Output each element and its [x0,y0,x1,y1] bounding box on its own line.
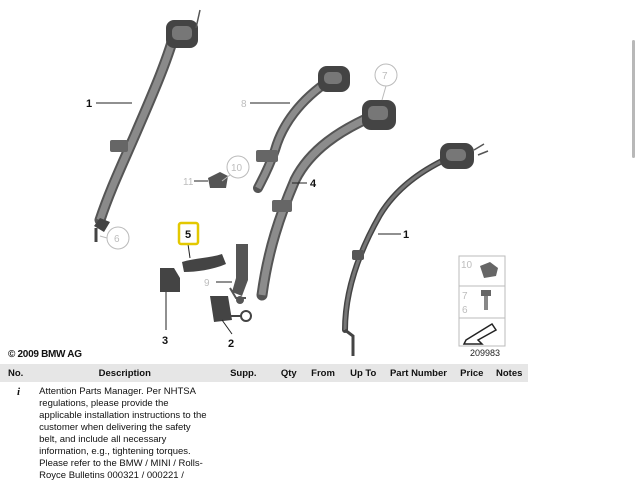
callout-6[interactable]: 6 [114,234,120,245]
row-description: Attention Parts Manager. Per NHTSA regul… [39,386,207,481]
callout-5-highlight [177,221,200,246]
table-header-row: No. Description Supp. Qty From Up To Par… [0,364,528,382]
buckle-5[interactable] [182,244,248,296]
parts-diagram: 1 8 11 4 1 9 3 2 6 10 7 5 10 7 6 [86,9,506,356]
diagram-reference-number: 209983 [470,348,501,358]
seat-belt-8[interactable] [253,66,350,193]
seat-belt-right[interactable] [342,143,489,356]
callout-4[interactable]: 4 [310,178,317,190]
legend-6: 6 [462,305,468,316]
callout-2[interactable]: 2 [228,338,234,350]
scrollbar[interactable] [632,40,635,158]
callout-3[interactable]: 3 [162,335,168,347]
callout-5[interactable]: 5 [185,229,191,241]
header-notes[interactable]: Notes [496,367,523,379]
callout-9[interactable]: 9 [204,278,210,289]
header-supp[interactable]: Supp. [230,367,257,379]
anchor-9[interactable] [229,287,246,304]
header-price[interactable]: Price [460,367,484,379]
belt-guide-11[interactable] [208,172,228,188]
legend-10: 10 [461,260,473,271]
callout-1-right[interactable]: 1 [403,229,409,241]
fastener-legend: 10 7 6 [458,255,506,347]
header-from[interactable]: From [311,367,335,379]
header-description[interactable]: Description [98,367,151,379]
copyright: © 2009 BMW AG [8,349,82,360]
header-no[interactable]: No. [8,367,24,379]
bolt-icon [481,290,491,310]
header-part-number[interactable]: Part Number [389,367,447,379]
parts-table: No. Description Supp. Qty From Up To Par… [0,364,528,486]
callout-8[interactable]: 8 [241,99,247,110]
header-up-to[interactable]: Up To [350,367,377,379]
legend-7: 7 [462,291,468,302]
table-row: i Attention Parts Manager. Per NHTSA reg… [0,382,528,486]
callout-10[interactable]: 10 [231,163,243,174]
callout-11[interactable]: 11 [183,177,194,188]
callout-7[interactable]: 7 [382,71,388,82]
info-icon: i [17,386,21,398]
buckle-3[interactable] [160,268,180,292]
nut-icon [480,262,498,278]
callout-1-left[interactable]: 1 [86,98,92,110]
arrow-icon [462,322,498,345]
seat-belt-4[interactable] [256,100,396,301]
header-qty[interactable]: Qty [280,367,297,379]
seat-belt-left[interactable] [94,9,201,242]
buckle-2[interactable] [210,296,252,322]
